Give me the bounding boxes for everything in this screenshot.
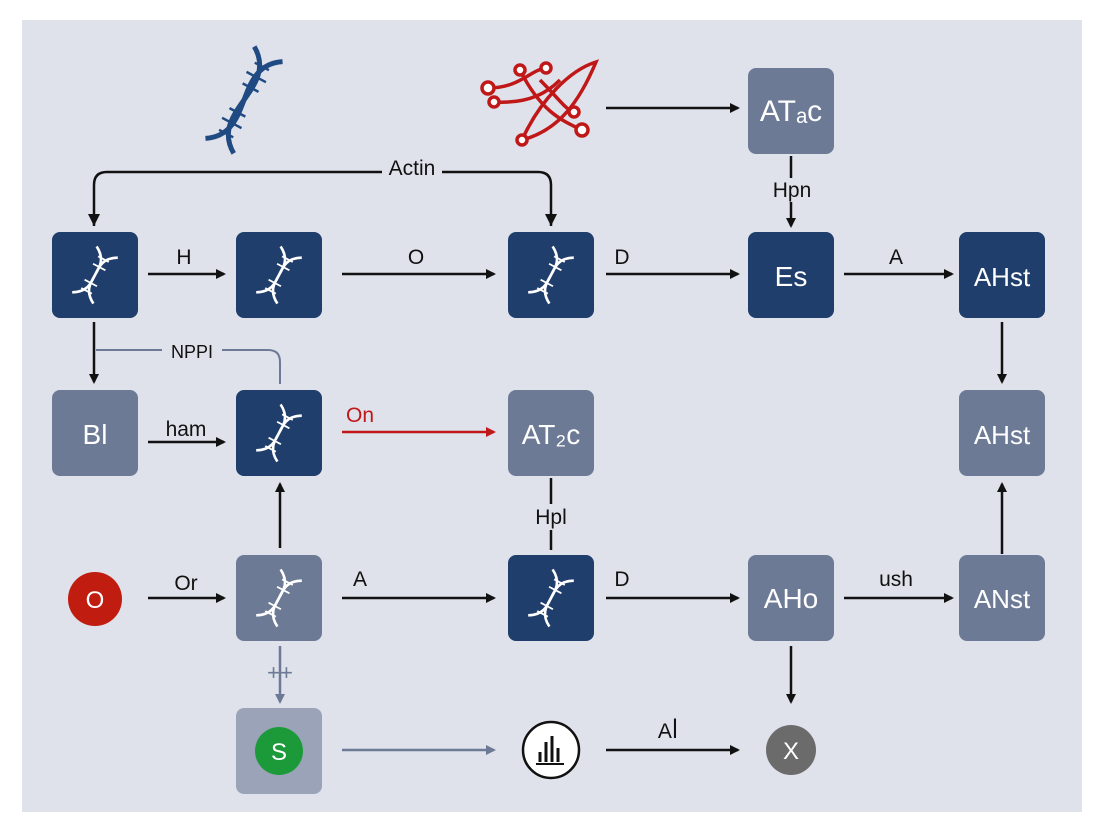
edge-actin-bracket (92, 170, 553, 226)
edge-label-hpn: Hpn (773, 179, 812, 202)
node-aho (748, 555, 834, 641)
dna-node-1 (52, 232, 138, 318)
node-x-circle (766, 725, 816, 775)
edge-label-plusplus: ++ (267, 660, 293, 685)
edge-label-a-top: A (889, 246, 903, 269)
dna-node-3 (508, 232, 594, 318)
node-o-circle (68, 572, 122, 626)
dna-node-2 (236, 232, 322, 318)
node-atac-label: ATₐc (760, 95, 822, 128)
node-ahst-mid (959, 390, 1045, 476)
edge-label-ham: ham (166, 418, 207, 441)
node-atac (748, 68, 834, 154)
dna-node-5 (236, 555, 322, 641)
node-es-label: Es (775, 261, 808, 292)
dna-node-6 (508, 555, 594, 641)
node-s-circle (255, 727, 303, 775)
edge-label-or: Or (174, 572, 197, 595)
network-icon (480, 59, 600, 147)
edge-label-d-bottom: D (614, 568, 629, 591)
edge-label-actin: Actin (389, 157, 436, 180)
edge-nppi (96, 349, 281, 384)
node-bl-label: Bl (83, 419, 108, 450)
edge-label-d-top: D (614, 246, 629, 269)
node-s-label: S (271, 739, 287, 766)
edge-label-h: H (176, 246, 191, 269)
node-es (748, 232, 834, 318)
node-ahst-top (959, 232, 1045, 318)
edge-label-ush: ush (879, 568, 913, 591)
edge-label-nppi: NPPI (171, 342, 213, 362)
node-ahst-mid-label: AHst (974, 420, 1031, 450)
node-o-label: O (86, 587, 105, 614)
bar-chart-icon (521, 720, 581, 780)
node-atzc-label: AT₂c (522, 419, 581, 450)
node-ahst-top-label: AHst (974, 262, 1031, 292)
node-atzc (508, 390, 594, 476)
node-anst (959, 555, 1045, 641)
edge-label-a-bottom: A (353, 568, 367, 591)
dna-icon (205, 45, 283, 155)
edge-label-a-bottom2: Aꟾ (658, 718, 678, 743)
node-x-label: X (783, 738, 799, 765)
node-bl (52, 390, 138, 476)
edge-label-on: On (346, 404, 374, 427)
node-aho-label: AHo (764, 583, 818, 614)
node-anst-label: ANst (974, 584, 1031, 614)
edge-label-o: O (408, 246, 424, 269)
dna-node-4 (236, 390, 322, 476)
edge-label-hpl: Hpl (535, 506, 567, 529)
